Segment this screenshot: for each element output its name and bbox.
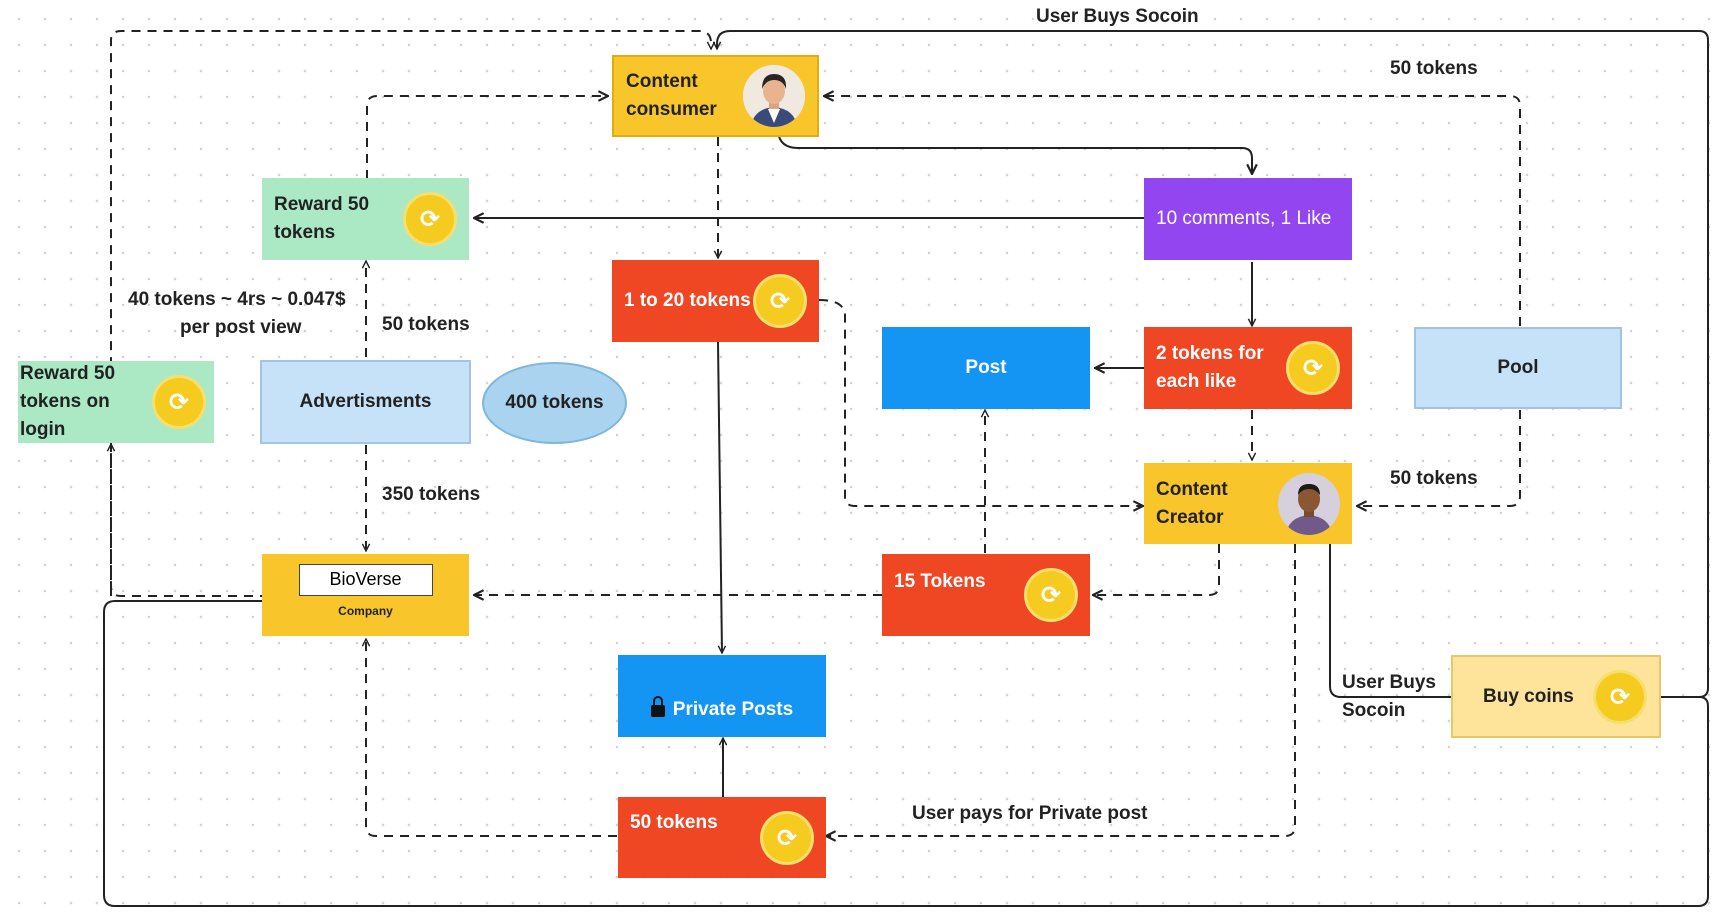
fifteen-tokens-label: 15 Tokens	[894, 571, 986, 592]
two-tokens-each-like-node[interactable]: 2 tokens for each like ⟳	[1144, 327, 1352, 409]
fifty-tokens-ads-label: 50 tokens	[382, 314, 470, 335]
fifty-tokens-label: 50 tokens	[630, 812, 718, 833]
user-buys-socoin-top-label: User Buys Socoin	[1036, 6, 1199, 27]
reward-50-tokens-node[interactable]: Reward 50 tokens ⟳	[262, 178, 469, 260]
coin-icon: ⟳	[152, 375, 206, 429]
reward-50-tokens-label: Reward 50 tokens	[274, 194, 370, 243]
coin-icon: ⟳	[1024, 568, 1078, 622]
tokens-400-ellipse[interactable]: 400 tokens	[482, 362, 627, 444]
edge-1to20-to-private	[717, 341, 722, 653]
edge-buy-coins-to-consumer	[717, 30, 1709, 698]
fifty-tokens-pool-creator-label: 50 tokens	[1390, 468, 1478, 489]
edge-pool-to-consumer	[824, 96, 1521, 326]
content-creator-label: Content Creator	[1156, 478, 1228, 528]
reward-login-label: Reward 50 tokens on login	[20, 363, 116, 440]
three-fifty-tokens-label: 350 tokens	[382, 484, 481, 505]
forty-tokens-label: 40 tokens ~ 4rs ~ 0.047$	[128, 289, 346, 310]
bioverse-title: BioVerse	[298, 564, 433, 596]
private-posts-node[interactable]: Private Posts	[618, 655, 826, 737]
bioverse-company-node[interactable]: BioVerse Company	[262, 554, 469, 636]
content-consumer-label: Content consumer	[626, 71, 717, 120]
edge-creator-to-buycoins	[1329, 544, 1453, 698]
pool-label: Pool	[1497, 357, 1539, 378]
edge-creator-to-50tokens	[826, 544, 1296, 836]
user-buys-socoin-bottom-label: User Buys Socoin	[1342, 672, 1436, 721]
edge-bioverse-to-consumer	[110, 30, 711, 597]
edge-creator-to-15tokens	[1093, 544, 1220, 595]
edge-consumer-to-comments	[777, 131, 1252, 174]
edge-pool-to-creator	[1357, 410, 1521, 506]
lock-icon	[650, 696, 665, 717]
bioverse-subtitle: Company	[338, 604, 393, 618]
buy-coins-label: Buy coins	[1483, 685, 1574, 707]
buy-coins-node[interactable]: Buy coins ⟳	[1451, 655, 1661, 738]
post-label: Post	[965, 357, 1007, 378]
coin-icon: ⟳	[1286, 341, 1340, 395]
edge-1to20-to-creator	[818, 299, 1143, 506]
per-post-view-label: per post view	[180, 317, 302, 338]
fifty-tokens-top-right-label: 50 tokens	[1390, 58, 1478, 79]
advertisments-node[interactable]: Advertisments	[260, 360, 471, 444]
content-consumer-node[interactable]: Content consumer	[612, 55, 819, 137]
one-to-twenty-tokens-label: 1 to 20 tokens	[624, 290, 751, 311]
reward-login-node[interactable]: Reward 50 tokens on login ⟳	[18, 361, 214, 443]
content-creator-node[interactable]: Content Creator	[1144, 463, 1352, 544]
two-tokens-each-like-label: 2 tokens for each like	[1156, 343, 1264, 392]
tokens-400-label: 400 tokens	[505, 392, 604, 413]
pool-node[interactable]: Pool	[1414, 327, 1622, 409]
fifteen-tokens-node[interactable]: 15 Tokens ⟳	[882, 554, 1090, 636]
comments-like-node[interactable]: 10 comments, 1 Like	[1144, 178, 1352, 260]
advertisments-label: Advertisments	[299, 391, 432, 412]
person-avatar-icon	[1278, 472, 1340, 535]
coin-icon: ⟳	[1593, 669, 1647, 724]
edge-reward-to-consumer	[366, 96, 608, 179]
edge-buy-coins-frame	[103, 600, 1709, 907]
private-posts-wrapper: Private Posts	[618, 668, 826, 724]
fifty-tokens-node[interactable]: 50 tokens ⟳	[618, 797, 826, 878]
user-pays-private-post-label: User pays for Private post	[912, 803, 1148, 824]
coin-icon: ⟳	[403, 192, 457, 246]
edge-50tokens-to-bioverse	[366, 639, 617, 837]
person-avatar-icon	[743, 65, 805, 127]
private-posts-label: Private Posts	[672, 699, 794, 720]
coin-icon: ⟳	[760, 811, 814, 865]
comments-like-label: 10 comments, 1 Like	[1156, 208, 1332, 229]
one-to-twenty-tokens-node[interactable]: 1 to 20 tokens ⟳	[612, 260, 819, 342]
post-node[interactable]: Post	[882, 327, 1090, 409]
coin-icon: ⟳	[753, 274, 807, 328]
